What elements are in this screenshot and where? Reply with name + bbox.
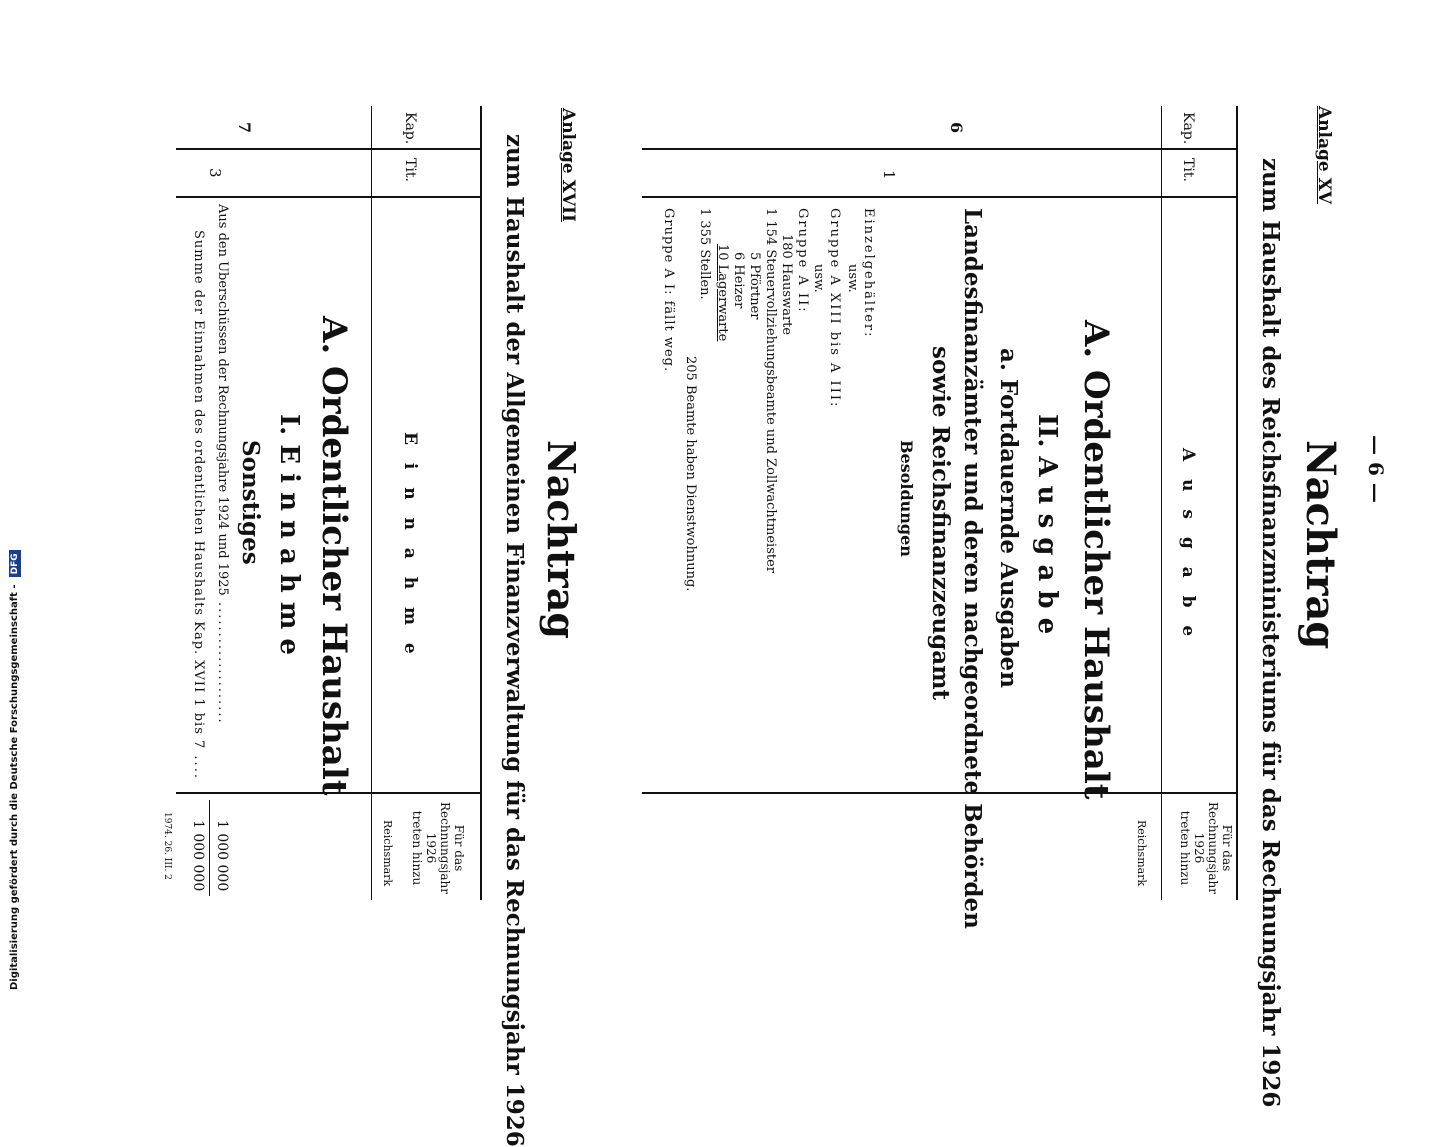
- xv-line-steuervollziehung: 1 154 Steuervollziehungsbeamte und Zollw…: [763, 208, 778, 574]
- xv-col-rule-tit: [642, 196, 1238, 198]
- xv-amount-line-4: treten hinzu: [1178, 810, 1192, 886]
- page-number: — 6 —: [1364, 435, 1388, 503]
- xvii-sum-rule: [209, 800, 210, 896]
- dfg-logo: DFG: [9, 550, 21, 578]
- xvii-line-ueberschuesse: Aus den Überschüssen der Rechnungsjahre …: [215, 204, 230, 788]
- xv-line-gruppe-a13: Gruppe A XIII bis A III:: [827, 208, 842, 409]
- xvii-title: Nachtrag: [539, 440, 584, 639]
- xvii-col-kap: Kap.: [402, 112, 418, 145]
- xvii-line-1-text: Aus den Überschüssen der Rechnungsjahre …: [215, 204, 230, 596]
- xv-table-top-rule: [1236, 106, 1238, 900]
- xvii-line-2-dots: ....: [191, 749, 206, 780]
- xvii-line-2-text: Summe der Einnahmen des ordentlichen Hau…: [191, 230, 206, 750]
- xv-subtitle: zum Haushalt des Reichsfinanzministerium…: [1257, 158, 1284, 1108]
- xv-amount-line-2: Rechnungsjahr: [1206, 802, 1220, 894]
- xvii-line-1-dots: ....................: [215, 595, 230, 725]
- xv-besoldungen: Besoldungen: [897, 440, 916, 557]
- xv-col-tit: Tit.: [1180, 158, 1196, 182]
- footer-text: Digitalisierung gefördert durch die Deut…: [9, 584, 20, 990]
- xv-line-pfoertner: 5 Pförtner: [747, 252, 762, 320]
- xv-col-rule-kap: [642, 148, 1238, 150]
- xvii-col-tit: Tit.: [402, 158, 418, 182]
- xvii-header-bottom-rule: [371, 106, 372, 900]
- xvii-amount-line-1: Für das: [452, 824, 466, 872]
- xvii-amount-1: 1 000 000: [214, 820, 230, 892]
- xv-heading-line-2: sowie Reichsfinanzzeugamt: [927, 346, 954, 701]
- xvii-col-rule-kap: [176, 148, 482, 150]
- xv-line-dienstwohnung: 205 Beamte haben Dienstwohnung.: [683, 356, 698, 592]
- xv-col-unit: Reichsmark: [1135, 820, 1148, 887]
- xvii-amount-2: 1 000 000: [190, 820, 206, 892]
- xv-col-amount: Für das Rechnungsjahr 1926 treten hinzu: [1178, 798, 1234, 898]
- xv-section-heading: A. Ordentlicher Haushalt: [1076, 320, 1116, 800]
- xv-heading-line-1: Landesfinanzämter und deren nachgeordnet…: [959, 208, 986, 929]
- xv-line-usw-1: usw.: [845, 264, 860, 293]
- xv-kap-value: 6: [947, 122, 966, 134]
- xv-line-hauswarte: 180 Hauswarte: [779, 234, 794, 336]
- xvii-kap-value: 7: [235, 122, 254, 134]
- xv-line-stellen: 1 355 Stellen.: [697, 208, 712, 300]
- xvii-amount-line-3: 1926: [424, 832, 438, 864]
- xvii-amount-line-2: Rechnungsjahr: [438, 802, 452, 894]
- xvii-col-unit: Reichsmark: [381, 820, 394, 887]
- xvii-table-top-rule: [480, 106, 482, 900]
- xv-subsubsection-heading: a. Fortdauernde Ausgaben: [995, 348, 1022, 688]
- xvii-amount-line-4: treten hinzu: [410, 810, 424, 886]
- print-mark: 1974. 26. III. 2: [162, 812, 172, 880]
- xv-amount-line-1: Für das: [1220, 824, 1234, 872]
- xv-title: Nachtrag: [1297, 440, 1344, 650]
- xv-col-rule-amount: [642, 792, 1238, 794]
- anlage-xv-label: Anlage XV: [1314, 106, 1334, 205]
- rotated-document-page: — 6 — Anlage XV Nachtrag zum Haushalt de…: [162, 106, 1388, 1147]
- xv-line-usw-2: usw.: [811, 264, 826, 293]
- xv-line-lagerwarte: 10 Lagerwarte: [715, 244, 730, 342]
- xv-line-heizer: 6 Heizer: [731, 252, 746, 309]
- footer-vertical: Digitalisierung gefördert durch die Deut…: [2, 550, 21, 990]
- xv-col-ausgabe: A u s g a b e: [1178, 448, 1198, 643]
- xv-amount-line-3: 1926: [1192, 832, 1206, 864]
- xvii-line-summe: Summe der Einnahmen des ordentlichen Hau…: [191, 230, 206, 788]
- xv-header-bottom-rule: [1161, 106, 1162, 900]
- xvii-section-heading: A. Ordentlicher Haushalt: [314, 316, 354, 796]
- xvii-col-amount: Für das Rechnungsjahr 1926 treten hinzu: [410, 798, 466, 898]
- xv-line-gruppe-a1: Gruppe A I: fällt weg.: [661, 208, 676, 373]
- xvii-subtitle: zum Haushalt der Allgemeinen Finanzverwa…: [501, 134, 528, 1147]
- anlage-xvii-label: Anlage XVII: [558, 108, 578, 222]
- xv-col-kap: Kap.: [1180, 112, 1196, 145]
- xv-line-gruppe-a2: Gruppe A II:: [795, 208, 810, 314]
- xv-line-einzelgehaelter: Einzelgehälter:: [861, 208, 876, 339]
- xvii-subsection-heading: I. E i n n a h m e: [274, 414, 304, 655]
- xvii-col-einnahme: E i n n a h m e: [400, 432, 420, 660]
- xvii-col-rule-tit: [176, 196, 482, 198]
- xv-subsection-heading: II. A u s g a b e: [1032, 414, 1062, 635]
- xvii-subsubsection-heading: Sonstiges: [237, 440, 264, 565]
- xvii-tit-value: 3: [206, 168, 224, 178]
- xv-tit-value: 1: [880, 170, 898, 180]
